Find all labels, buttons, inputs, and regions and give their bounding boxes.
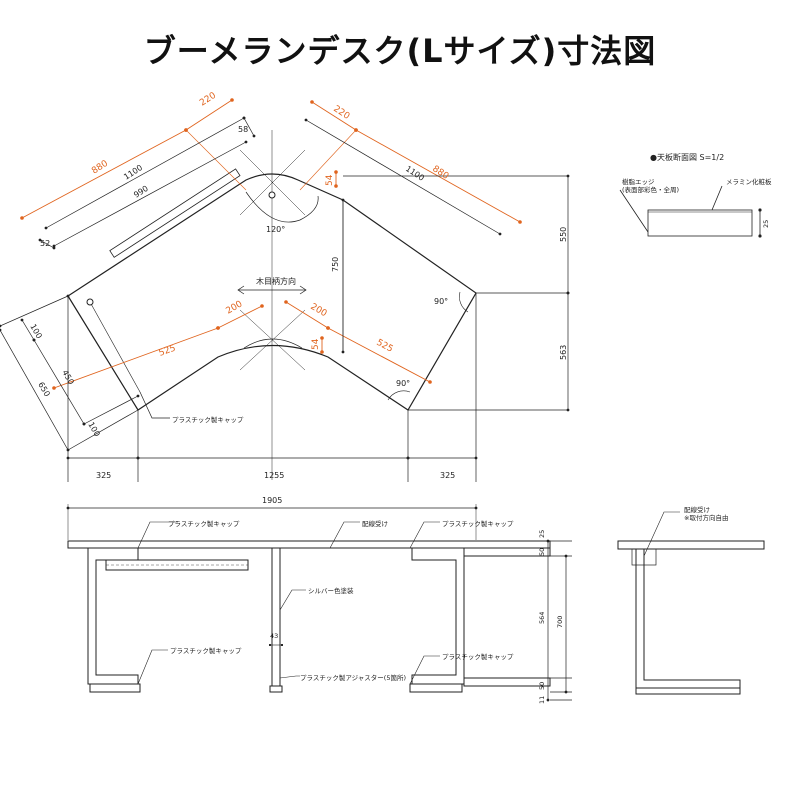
side-wiring-label-1: 配線受け [684,505,710,514]
dim-525-right: 525 [375,338,395,355]
dim-220-left: 220 [198,91,218,109]
side-tabletop [617,540,765,550]
cap-label-left-top: プラスチック製キャップ [168,519,240,528]
dim-50-top: 50 [538,548,546,556]
front-tabletop [67,540,551,549]
front-leg-center [271,547,281,687]
cap-label-plan: プラスチック製キャップ [172,415,244,424]
wiring-slot [109,168,241,258]
dim-54-mid: 54 [311,338,321,350]
dim-11: 11 [538,696,546,704]
dim-200-left: 200 [225,299,245,316]
edge-label-2: (表面部彩色・全周) [622,185,679,194]
dim-200-right: 200 [309,302,329,319]
tabletop-section [647,209,753,237]
dim-525-left: 525 [158,344,178,359]
section-detail: ●天板断面図 S=1/2 樹脂エッジ (表面部彩色・全周) メラミン化粧板 25 [619,152,772,238]
dim-550: 550 [559,227,568,242]
dim-58: 58 [238,125,248,134]
cap-label-right-top: プラスチック製キャップ [442,519,514,528]
front-leg-right [411,548,465,685]
adjuster-label: プラスチック製アジャスター(5箇所) [300,673,406,682]
angle-90-top: 90° [434,297,448,306]
cap-label-right-bottom: プラスチック製キャップ [442,652,514,661]
dim-750: 750 [331,257,340,272]
front-elevation: 1905 プラスチック製キャップ 配線受け プラスチック製キャップ シルバー色塗… [66,496,572,704]
dim-325-right: 325 [440,471,455,480]
dim-50-bottom: 50 [538,682,546,690]
dim-880-right: 880 [430,164,450,182]
silver-paint-label: シルバー色塗装 [308,586,354,595]
dim-564: 564 [538,612,546,624]
dim-43: 43 [270,632,278,640]
plan-view: 220 880 220 880 54 525 200 200 525 54 11… [0,91,570,482]
dim-100-b: 100 [86,421,101,439]
cap-label-left-bottom: プラスチック製キャップ [170,646,242,655]
side-wiring-label-2: ※取付方向自由 [684,513,728,522]
side-elevation: 配線受け ※取付方向自由 [617,505,765,695]
grain-direction-label: 木目柄方向 [256,276,296,286]
dim-100-a: 100 [28,323,43,341]
front-leg-left [87,548,139,685]
dim-650: 650 [36,381,51,399]
dim-52: 52 [40,239,50,248]
section-thickness: 25 [762,220,770,228]
dim-700: 700 [556,616,564,628]
angle-90-bottom: 90° [396,379,410,388]
dim-54-top: 54 [325,174,335,186]
dim-1905: 1905 [262,496,282,505]
angle-120: 120° [266,225,285,234]
melamine-label: メラミン化粧板 [726,177,772,186]
dim-880-left: 880 [90,159,110,177]
dim-220-right: 220 [331,104,351,122]
dim-1255: 1255 [264,471,284,480]
edge-label-1: 樹脂エッジ [622,177,655,186]
section-title: ●天板断面図 S=1/2 [650,152,724,162]
dim-563: 563 [559,345,568,360]
dim-990: 990 [132,184,150,200]
dim-325-left: 325 [96,471,111,480]
dim-1100-left: 1100 [122,163,144,182]
dim-450: 450 [60,369,75,387]
wiring-label-front: 配線受け [362,519,388,528]
page-title: ブーメランデスク(Lサイズ)寸法図 [143,32,657,70]
side-leg [635,548,741,689]
dim-25: 25 [538,530,546,538]
